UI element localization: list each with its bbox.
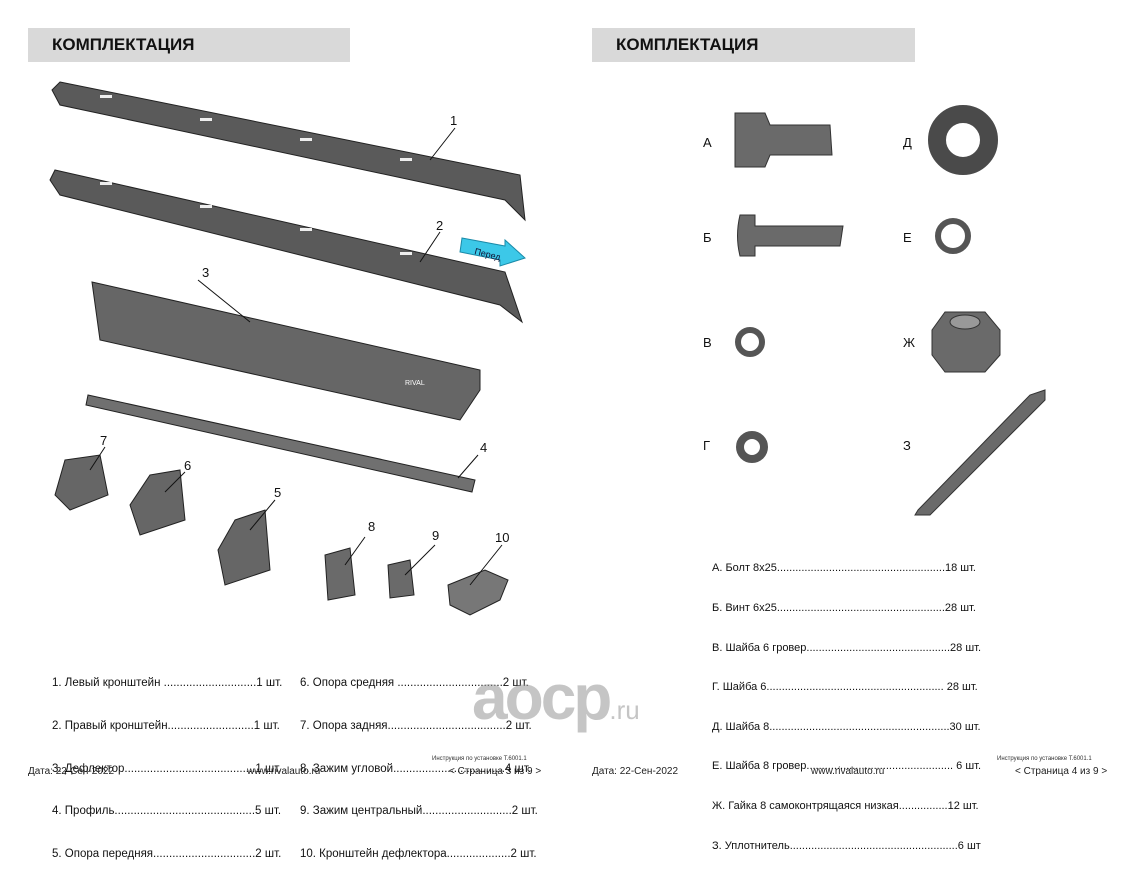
letter-d: Д xyxy=(903,135,912,150)
support-front xyxy=(217,509,271,586)
hardware-item: А. Болт 8x25............................… xyxy=(712,562,976,575)
hardware-item: Б. Винт 6x25............................… xyxy=(712,602,976,615)
callout-8: 8 xyxy=(368,519,376,534)
footer-site[interactable]: www.rivalauto.ru xyxy=(247,766,321,777)
screw-6x25 xyxy=(737,214,844,257)
washer-6 xyxy=(736,431,768,463)
lock-washer-8 xyxy=(935,218,971,254)
left-page-header: КОМПЛЕКТАЦИЯ xyxy=(28,28,350,62)
letter-v: В xyxy=(703,335,712,350)
right-hardware-illustration xyxy=(734,105,1046,516)
letter-a: А xyxy=(703,135,712,150)
callout-1: 1 xyxy=(450,113,458,128)
callout-4: 4 xyxy=(480,440,488,455)
deflector xyxy=(91,281,481,421)
hardware-item: З. Уплотнитель..........................… xyxy=(712,839,981,852)
callout-6: 6 xyxy=(184,458,192,473)
hardware-item: Е. Шайба 8 гровер.......................… xyxy=(712,760,982,773)
bolt-8x25 xyxy=(734,112,833,168)
footer-doc: Инструкция по установке T.6001.1 xyxy=(997,756,1092,762)
footer-page: < Страница 3 из 9 > xyxy=(449,766,542,777)
footer-site[interactable]: www.rivalauto.ru xyxy=(811,766,885,777)
corner-clamp xyxy=(324,547,356,601)
washer-8 xyxy=(928,105,998,175)
letter-b: Б xyxy=(703,230,712,245)
callout-3: 3 xyxy=(202,265,210,280)
left-bracket xyxy=(51,81,526,222)
right-page-header: КОМПЛЕКТАЦИЯ xyxy=(592,28,915,62)
letter-e: Е xyxy=(903,230,912,245)
footer-date: Дата: 22-Сен-2022 xyxy=(28,766,115,777)
left-parts-illustration: Перед RIVAL xyxy=(49,81,526,616)
hardware-list: А. Болт 8x25............................… xyxy=(712,536,981,866)
support-rear xyxy=(54,454,109,511)
hardware-item: Д. Шайба 8..............................… xyxy=(712,720,981,733)
watermark: aocp.ru xyxy=(472,660,640,734)
parts-item: 4. Профиль..............................… xyxy=(52,805,282,818)
lock-washer-6 xyxy=(735,327,765,357)
letter-g: Г xyxy=(703,438,711,453)
parts-item: 5. Опора передняя.......................… xyxy=(52,847,282,860)
hardware-item: В. Шайба 6 гровер.......................… xyxy=(712,641,982,654)
letter-z: З xyxy=(903,438,911,453)
footer-date: Дата: 22-Сен-2022 xyxy=(592,766,679,777)
hardware-item: Ж. Гайка 8 самоконтрящаяся низкая.......… xyxy=(712,800,979,813)
parts-item: 9. Зажим центральный....................… xyxy=(300,805,538,818)
direction-arrow xyxy=(459,237,526,267)
deflector-bracket xyxy=(447,569,509,616)
watermark-main: aocp xyxy=(472,661,612,733)
right-bracket xyxy=(49,169,524,324)
footer-page: < Страница 4 из 9 > xyxy=(1015,766,1108,777)
parts-item: 8. Зажим угловой........................… xyxy=(300,762,531,775)
footer-doc: Инструкция по установке T.6001.1 xyxy=(432,756,527,762)
parts-item: 1. Левый кронштейн .....................… xyxy=(52,677,283,690)
seal-profile xyxy=(914,389,1046,516)
watermark-suffix: .ru xyxy=(609,695,640,725)
center-clamp xyxy=(387,559,415,599)
parts-item: 7. Опора задняя.........................… xyxy=(300,720,532,733)
callout-7: 7 xyxy=(100,433,108,448)
profile xyxy=(85,394,476,493)
parts-item: 2. Правый кронштейн.....................… xyxy=(52,720,280,733)
callout-5: 5 xyxy=(274,485,282,500)
callout-2: 2 xyxy=(436,218,444,233)
letter-zh: Ж xyxy=(903,335,916,350)
parts-item: 6. Опора средняя .......................… xyxy=(300,677,529,690)
rival-logo: RIVAL xyxy=(405,380,425,387)
parts-item: 10. Кронштейн дефлектора................… xyxy=(300,847,537,860)
nut-8 xyxy=(931,311,1001,373)
hardware-item: Г. Шайба 6..............................… xyxy=(712,681,978,694)
callout-9: 9 xyxy=(432,528,440,543)
callout-10: 10 xyxy=(495,530,510,545)
parts-item: 3. Дефлектор............................… xyxy=(52,762,282,775)
parts-list-col1: 1. Левый кронштейн .....................… xyxy=(52,648,282,875)
